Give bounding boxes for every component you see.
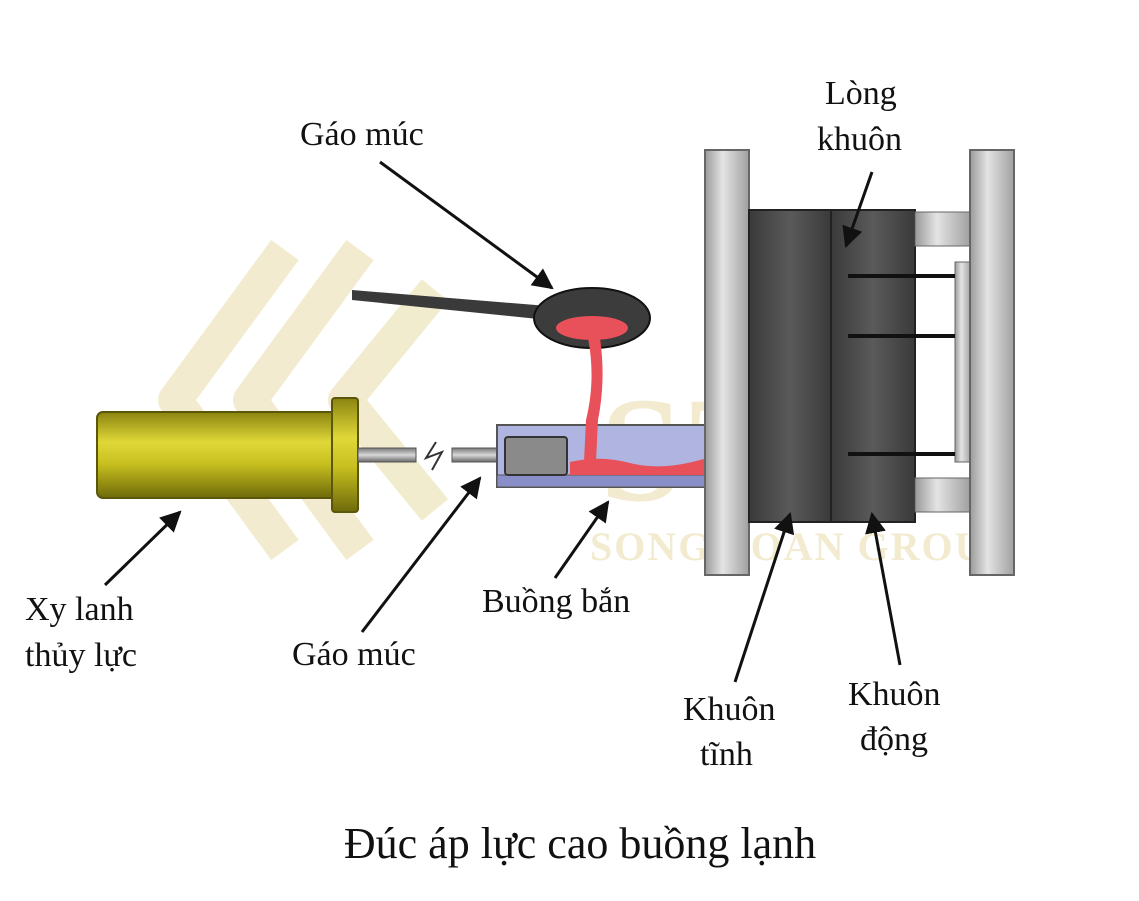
break-symbol-icon <box>423 441 445 471</box>
label-cavity-line2: khuôn <box>817 121 902 158</box>
arrow-cavity <box>842 171 874 248</box>
label-fixed-die-line1: Khuôn <box>683 691 776 728</box>
arrow-moving-die <box>865 511 902 666</box>
ejector-pins <box>848 274 955 456</box>
label-moving-die-line2: động <box>860 721 928 758</box>
label-fixed-die-line2: tĩnh <box>700 736 753 773</box>
label-cylinder-line1: Xy lanh <box>25 591 134 628</box>
arrow-shot-chamber <box>553 500 610 579</box>
label-ladle-top: Gáo múc <box>300 116 424 153</box>
arrow-fixed-die <box>733 512 795 683</box>
label-moving-die-line1: Khuôn <box>848 676 941 713</box>
fixed-die <box>748 209 832 523</box>
label-shot-chamber: Buồng bắn <box>482 583 630 620</box>
moving-platen <box>969 149 1015 576</box>
label-cavity-line1: Lòng <box>825 75 897 112</box>
diagram-caption: Đúc áp lực cao buồng lạnh <box>344 819 816 868</box>
annotation-arrows <box>103 160 902 683</box>
arrow-cylinder <box>103 510 182 587</box>
label-cylinder-line2: thủy lực <box>25 637 137 674</box>
watermark-tagline: SONG TOAN GROUP <box>590 524 1012 569</box>
ladle <box>352 287 651 462</box>
label-ladle-bottom: Gáo múc <box>292 636 416 673</box>
moving-die <box>830 209 916 523</box>
die-assembly <box>704 149 1015 576</box>
arrow-ladle-top <box>379 160 554 290</box>
fixed-platen <box>704 149 750 576</box>
ejector-plate <box>954 261 972 463</box>
arrow-ladle-bottom <box>360 476 482 633</box>
hydraulic-cylinder <box>96 397 513 513</box>
metal-pour-stream <box>584 338 603 462</box>
